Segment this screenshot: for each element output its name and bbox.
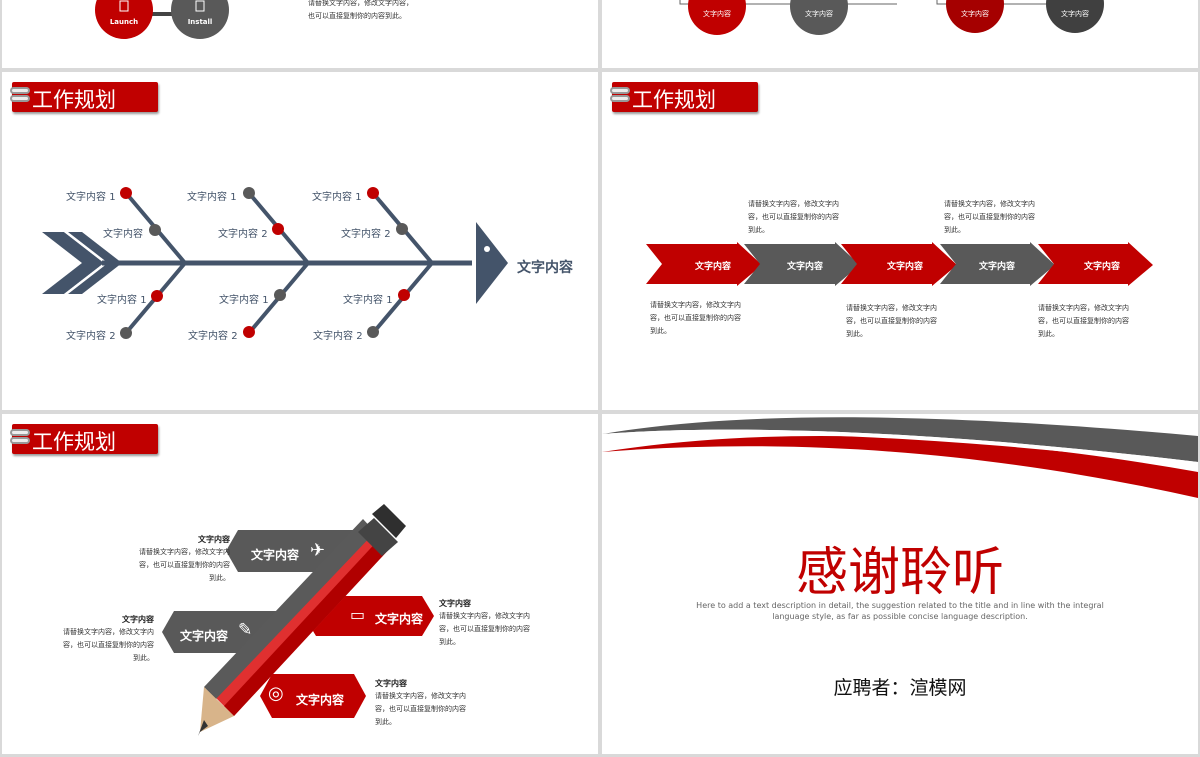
arrow-2-label: 文字内容 xyxy=(786,262,823,272)
pencil-graphic xyxy=(162,504,434,736)
slide-2-graphic xyxy=(679,0,1104,35)
fish-bottom-1-label1: 文字内容 1 xyxy=(97,295,147,306)
pencil-tag-3: 文字内容 xyxy=(180,629,229,643)
pencil-text-4: 文字内容 请替换文字内容，修改文字内容，也可以直接复制你的内容到此。 xyxy=(375,679,466,726)
fish-bottom-3-label2: 文字内容 2 xyxy=(313,331,363,342)
arrow-4-label: 文字内容 xyxy=(978,262,1015,272)
section-title: 工作规划 xyxy=(32,430,116,454)
slide-thanks: 感谢聆听 Here to add a text description in d… xyxy=(602,414,1198,754)
slide-1-graphic xyxy=(95,0,229,39)
fish-top-2-label1: 文字内容 1 xyxy=(187,192,237,203)
slide-1: Launch Install 请替换文字内容，修改文字内容， 也可以直接复制你的… xyxy=(2,0,598,68)
section-title: 工作规划 xyxy=(632,88,716,112)
arrow-desc-bottom-2: 请替换文字内容，修改文字内容，也可以直接复制你的内容到此。 xyxy=(846,304,937,338)
fish-top-3-label1: 文字内容 1 xyxy=(312,192,362,203)
launch-label: Launch xyxy=(109,18,139,26)
slide-2-label-b: 文字内容 xyxy=(805,10,833,18)
fish-head-label: 文字内容 xyxy=(517,260,573,276)
arrow-desc-bottom-3: 请替换文字内容，修改文字内容，也可以直接复制你的内容到此。 xyxy=(1038,304,1129,338)
fish-top-1-label2: 文字内容 xyxy=(103,229,143,240)
fish-top-1-label1: 文字内容 1 xyxy=(66,192,116,203)
arrow-desc-top-2: 请替换文字内容，修改文字内容，也可以直接复制你的内容到此。 xyxy=(944,200,1035,234)
monitor-icon: ▭ xyxy=(350,605,366,624)
pencil-tag-2: 文字内容 xyxy=(375,612,424,626)
slide-2-label-d: 文字内容 xyxy=(1061,10,1089,18)
section-title-badge: 工作规划 xyxy=(610,82,758,112)
slide-2: 文字内容 文字内容 文字内容 文字内容 xyxy=(602,0,1198,68)
fish-top-3-label2: 文字内容 2 xyxy=(341,229,391,240)
fish-top-2-label2: 文字内容 2 xyxy=(218,229,268,240)
slide-1-desc-2: 也可以直接复制你的内容到此。 xyxy=(308,12,406,20)
slide-fishbone: 工作规划 文字内容 1 文字内容 文字内容 1 文 xyxy=(2,72,598,410)
globe-icon: ◎ xyxy=(268,683,284,704)
section-title: 工作规划 xyxy=(32,88,116,112)
arrow-5-label: 文字内容 xyxy=(1083,262,1120,272)
fish-bottom-1-label2: 文字内容 2 xyxy=(66,331,116,342)
slide-2-label-c: 文字内容 xyxy=(961,10,989,18)
fish-bottom-2-label2: 文字内容 2 xyxy=(188,331,238,342)
pencil-text-1: 文字内容 请替换文字内容，修改文字内容，也可以直接复制你的内容到此。 xyxy=(139,535,230,582)
pencil-tag-1: 文字内容 xyxy=(251,548,300,562)
slide-1-desc-1: 请替换文字内容，修改文字内容， xyxy=(308,0,413,7)
slide-arrows: 工作规划 文字内容 文字内容 文字内容 文字内容 文字内容 请替换文字内容，修改… xyxy=(602,72,1198,410)
pencil-text-3: 文字内容 请替换文字内容，修改文字内容，也可以直接复制你的内容到此。 xyxy=(63,615,154,662)
fishbone-diagram xyxy=(42,187,508,339)
fish-bottom-2-label1: 文字内容 1 xyxy=(219,295,269,306)
fish-bottom-3-label1: 文字内容 1 xyxy=(343,295,393,306)
arrow-desc-bottom-1: 请替换文字内容，修改文字内容，也可以直接复制你的内容到此。 xyxy=(650,301,741,335)
presenter: 应聘者：渲模网 xyxy=(833,677,967,699)
arrow-desc-top-1: 请替换文字内容，修改文字内容，也可以直接复制你的内容到此。 xyxy=(748,200,839,234)
pencil-tag-4: 文字内容 xyxy=(296,693,345,707)
arrow-3-label: 文字内容 xyxy=(886,262,923,272)
slide-pencil: 工作规划 ✈ ▭ ✎ ◎ 文字内容 文字内容 文字内容 文字内容 文字内容 请替… xyxy=(2,414,598,754)
pencil-icon: ✎ xyxy=(238,620,253,640)
thanks-description: Here to add a text description in detail… xyxy=(696,601,1104,621)
arrow-1-label: 文字内容 xyxy=(694,262,731,272)
install-label: Install xyxy=(187,18,213,26)
slide-2-label-a: 文字内容 xyxy=(703,10,731,18)
pencil-text-2: 文字内容 请替换文字内容，修改文字内容，也可以直接复制你的内容到此。 xyxy=(439,599,530,646)
wave-decoration xyxy=(602,417,1198,498)
rocket-icon: ✈ xyxy=(310,540,326,561)
arrow-process xyxy=(646,242,1153,286)
thanks-title: 感谢聆听 xyxy=(795,543,1004,603)
section-title-badge: 工作规划 xyxy=(10,82,158,112)
section-title-badge: 工作规划 xyxy=(10,424,158,454)
